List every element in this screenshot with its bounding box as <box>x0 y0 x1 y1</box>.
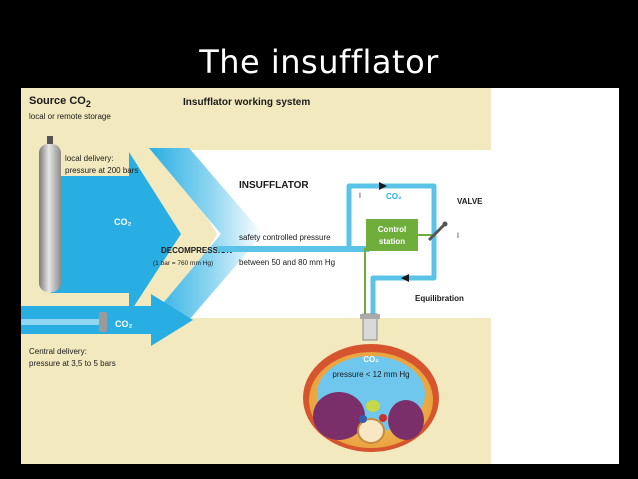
control-station-line2: station <box>379 237 405 246</box>
blank-panel <box>491 88 619 464</box>
pressure-line2: between 50 and 80 mm Hg <box>239 258 335 267</box>
abdomen-cross-section <box>303 344 439 452</box>
loop-arrowhead-bottom <box>401 274 409 282</box>
source-heading: Source CO2 <box>29 95 91 109</box>
valve-icon <box>427 221 448 242</box>
gas-cylinder <box>39 136 61 292</box>
insufflator-diagram: Source CO2 local or remote storage Insuf… <box>21 88 491 464</box>
valve-label: VALVE <box>457 197 483 206</box>
decompression-note: (1 bar = 760 mm Hg) <box>153 260 213 267</box>
central-delivery-line1: Central delivery: <box>29 347 87 356</box>
loop-co2-label: CO₂ <box>386 192 402 201</box>
loop-marker: ⅼ <box>359 192 361 200</box>
central-delivery-line2: pressure at 3,5 to 5 bars <box>29 359 116 368</box>
insufflator-label: INSUFFLATOR <box>239 180 309 191</box>
co2-upper-label: CO₂ <box>114 217 132 227</box>
control-station <box>366 219 418 251</box>
decompression-chevron <box>149 148 263 320</box>
control-station-line1: Control <box>378 225 406 234</box>
loop-arrowhead-top <box>379 182 387 190</box>
pressure-line1: safety controlled pressure <box>239 233 331 242</box>
local-delivery-line2: pressure at 200 bars <box>65 166 138 175</box>
central-delivery-pipe <box>21 319 103 325</box>
abdomen-co2-label: CO₂ <box>363 355 379 364</box>
valve-marker: ⅼ <box>457 232 459 240</box>
co2-lower-label: CO₂ <box>115 319 133 329</box>
upper-co2-arrow <box>51 152 181 314</box>
pipe-connector <box>99 312 107 332</box>
slide-title: The insufflator <box>199 43 439 81</box>
system-title: Insufflator working system <box>183 97 310 108</box>
trocar-cap <box>360 314 380 319</box>
equilibration-label: Equilibration <box>415 294 464 303</box>
source-heading-subscript: 2 <box>86 99 91 109</box>
supply-pipe <box>217 246 369 252</box>
source-storage: local or remote storage <box>29 112 111 121</box>
local-delivery-line1: local delivery: <box>65 154 113 163</box>
abdomen-pressure-label: pressure < 12 mm Hg <box>332 370 409 379</box>
decompression-label: DECOMPRESSION <box>161 246 232 255</box>
co2-loop-pipe <box>346 183 437 314</box>
